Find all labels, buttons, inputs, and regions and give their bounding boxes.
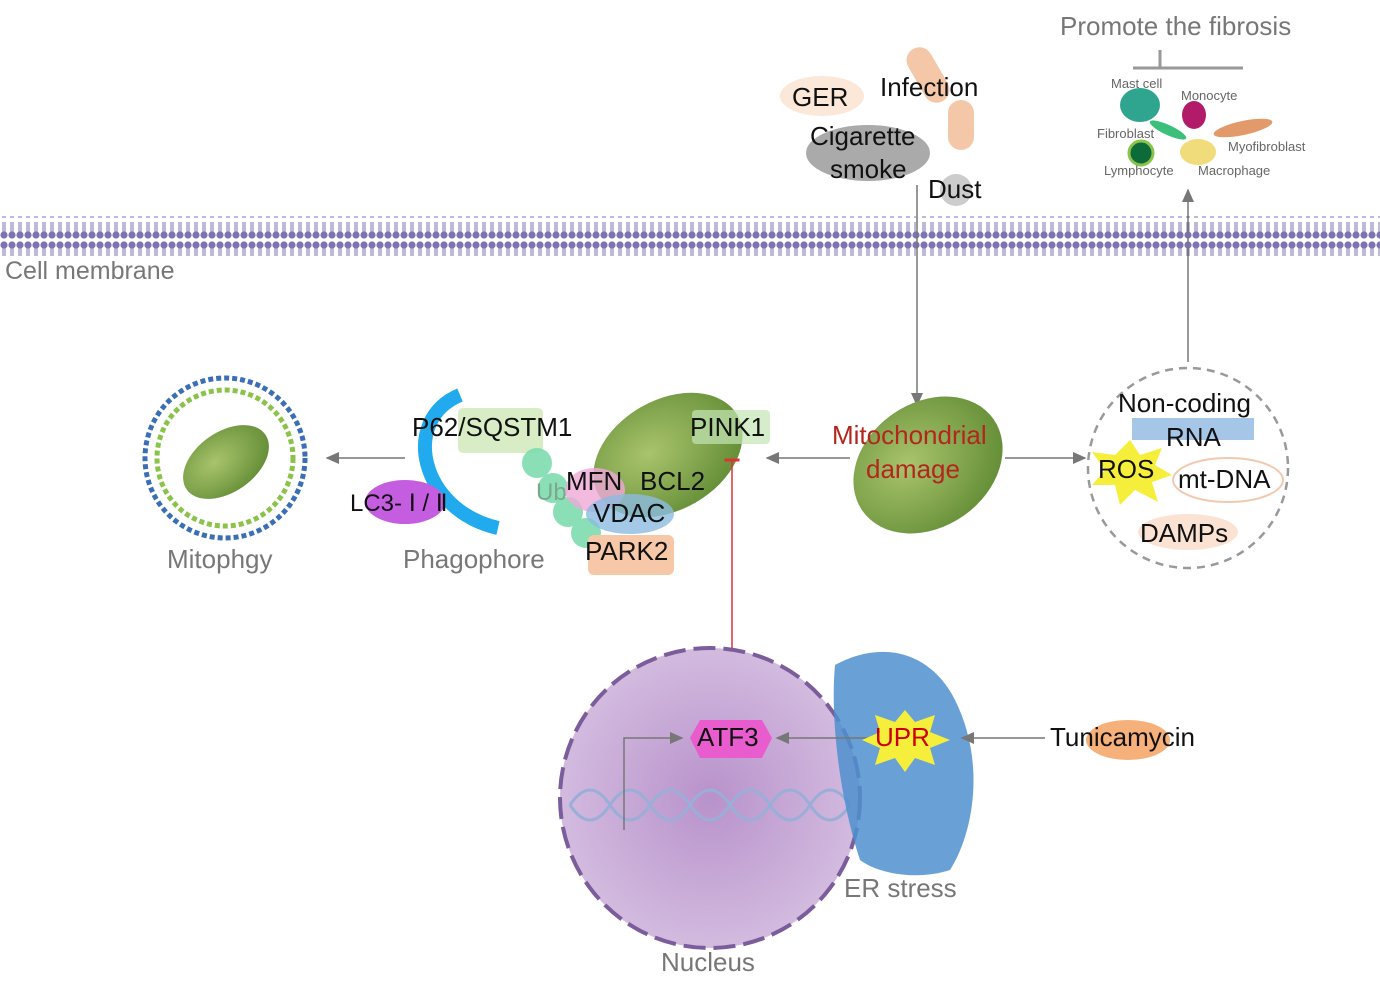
damaged-mitochondrion (853, 396, 1003, 534)
vdac-label: VDAC (593, 498, 665, 528)
atf3-hexagon (690, 720, 772, 758)
park2-box (588, 535, 674, 575)
ros-burst-icon (1092, 440, 1172, 505)
phagophore-arc (418, 388, 500, 535)
mtdna-label: mt-DNA (1178, 464, 1271, 494)
mfn-label: MFN (566, 466, 622, 496)
cell-icons (1120, 88, 1273, 167)
cigarette-label-2: smoke (830, 154, 907, 184)
mitophagy-label: Mitophgy (167, 544, 273, 574)
mito-damage-line2: damage (866, 454, 960, 484)
ncrna-line2: RNA (1166, 422, 1222, 452)
fibrosis-title: Promote the fibrosis (1060, 11, 1291, 41)
p62-box (458, 408, 543, 453)
cell-label-mast: Mast cell (1111, 76, 1162, 91)
dna-helix (568, 788, 852, 822)
bacteria-icon (906, 47, 974, 150)
cell-membrane-label: Cell membrane (5, 257, 175, 285)
damps-label: DAMPs (1140, 518, 1228, 548)
vdac-ellipse (586, 494, 674, 534)
fibrosis-bracket (1133, 50, 1243, 70)
phagophore-label: Phagophore (403, 544, 545, 574)
ros-label: ROS (1098, 454, 1154, 484)
cigarette-smoke-cloud (806, 125, 930, 181)
mitophagosome-outer (142, 375, 308, 541)
atf3-to-dna-arrow (623, 732, 684, 830)
ger-cloud (780, 76, 864, 116)
cell-label-myofibroblast: Myofibroblast (1228, 139, 1306, 154)
cell-label-lymphocyte: Lymphocyte (1104, 163, 1174, 178)
pink1-label: PINK1 (690, 412, 765, 442)
cell-label-macrophage: Macrophage (1198, 163, 1270, 178)
er-stress-label: ER stress (844, 873, 957, 903)
ub-label: Ub (536, 479, 567, 506)
atf3-label: ATF3 (697, 722, 759, 752)
dust-label: Dust (928, 174, 982, 204)
cigarette-label-1: Cigarette (810, 121, 916, 151)
lc3-label: LC3- Ⅰ / Ⅱ (350, 490, 448, 517)
ger-label: GER (792, 82, 848, 112)
rna-icon (1132, 418, 1254, 440)
park2-label: PARK2 (585, 536, 668, 566)
dust-icon (940, 174, 972, 206)
mito-damage-line1: Mitochondrial (832, 420, 987, 450)
bcl2-label: BCL2 (640, 466, 705, 496)
mtdna-icon (1172, 457, 1284, 503)
ncrna-line1: Non-coding (1118, 388, 1251, 418)
tunicamycin-ellipse (1086, 720, 1170, 760)
upr-label: UPR (875, 722, 930, 752)
lc3-ellipse (365, 480, 445, 524)
mitophagosome-inner (154, 387, 296, 529)
ubiquitin-chain (522, 448, 601, 548)
release-circle (1086, 366, 1290, 570)
cell-label-fibroblast: Fibroblast (1097, 126, 1154, 141)
tunicamycin-label: Tunicamycin (1050, 722, 1195, 752)
p62-label: P62/SQSTM1 (412, 412, 572, 442)
nucleus-label: Nucleus (661, 947, 755, 977)
infection-label: Infection (880, 72, 978, 102)
engulfed-mitochondrion (183, 425, 269, 499)
cell-membrane (0, 216, 1380, 256)
damps-icon (1138, 514, 1238, 550)
pink1-box (692, 410, 770, 444)
upr-burst-icon (862, 710, 950, 772)
cell-label-monocyte: Monocyte (1181, 88, 1237, 103)
